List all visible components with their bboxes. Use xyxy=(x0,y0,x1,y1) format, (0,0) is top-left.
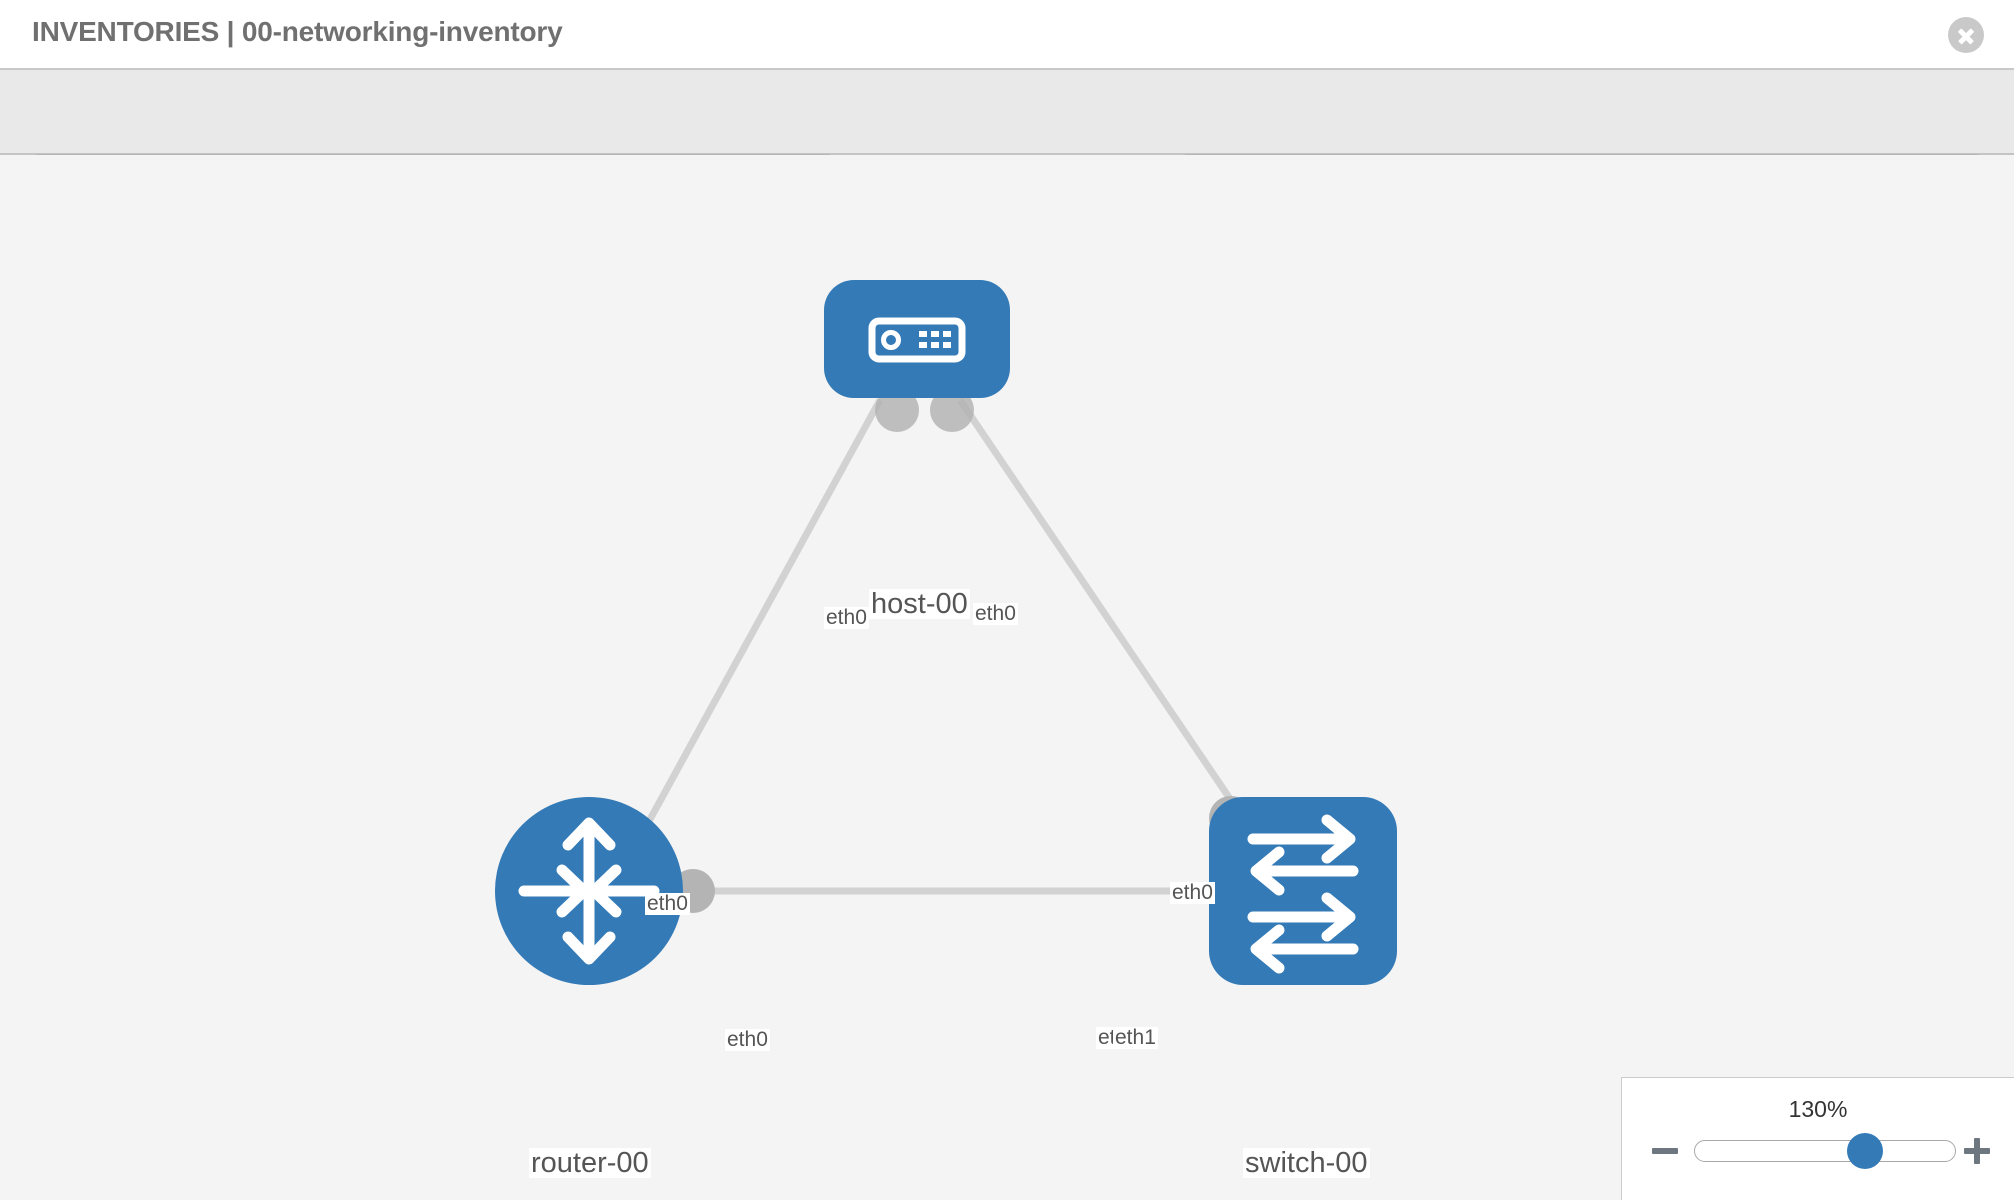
minus-icon[interactable] xyxy=(1650,1136,1680,1166)
switch-icon xyxy=(1247,814,1359,974)
topology-links xyxy=(621,398,1271,895)
node-label-router: router-00 xyxy=(529,1147,651,1179)
zoom-slider-track[interactable] xyxy=(1694,1140,1956,1162)
edge-label-router-up: eth0 xyxy=(645,892,690,916)
link-host-switch[interactable] xyxy=(957,398,1271,857)
edge-label-switch-left: eth1 xyxy=(1113,1026,1158,1050)
toolbar: ACTIONS SEARCH xyxy=(0,70,2014,206)
topology-connectors xyxy=(671,388,1253,913)
topology-canvas[interactable]: host-00 router-00 switch-00 eth0 eth0 et… xyxy=(0,155,2014,1200)
page-header: INVENTORIES | 00-networking-inventory xyxy=(0,0,2014,70)
close-icon[interactable] xyxy=(1948,17,1984,53)
zoom-control-panel: 130% xyxy=(1621,1077,2014,1200)
node-router-00[interactable] xyxy=(495,797,683,985)
node-switch-00[interactable] xyxy=(1209,797,1397,985)
zoom-slider-thumb[interactable] xyxy=(1847,1133,1883,1169)
server-icon xyxy=(868,317,966,363)
router-icon xyxy=(518,817,660,965)
node-label-switch: switch-00 xyxy=(1243,1147,1370,1179)
node-host-00[interactable] xyxy=(824,280,1010,398)
edge-label-host-left: eth0 xyxy=(824,606,869,630)
page-title: INVENTORIES | 00-networking-inventory xyxy=(32,16,563,47)
node-label-host: host-00 xyxy=(869,588,970,620)
edge-label-router-right: eth0 xyxy=(725,1028,770,1052)
edge-label-host-right: eth0 xyxy=(973,602,1018,626)
plus-icon[interactable] xyxy=(1962,1136,1992,1166)
link-host-router[interactable] xyxy=(621,398,884,867)
topology-graph xyxy=(495,280,1397,985)
zoom-level-value: 130% xyxy=(1788,1096,1848,1122)
edge-label-switch-up: eth0 xyxy=(1170,881,1215,905)
